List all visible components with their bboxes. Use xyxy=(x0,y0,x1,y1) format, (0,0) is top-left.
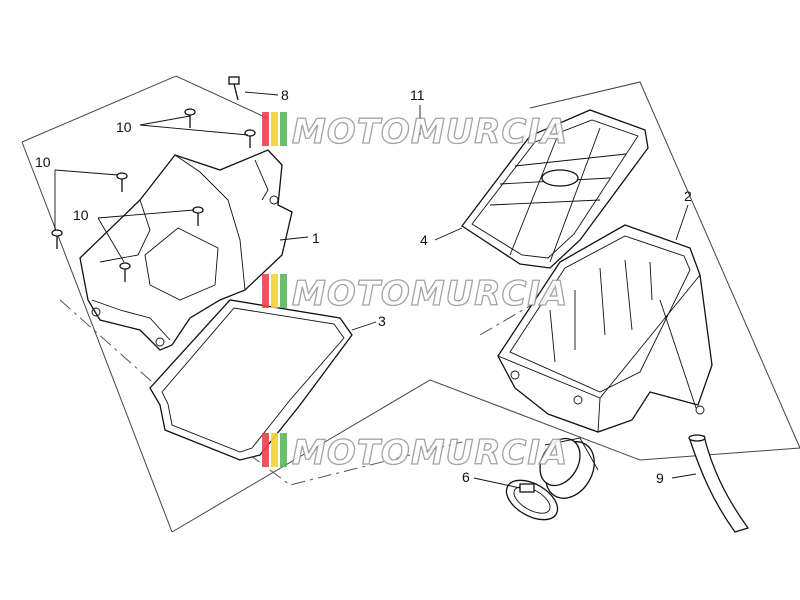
callout-11: 11 xyxy=(410,87,425,103)
screw-icon xyxy=(116,172,128,192)
callout-4: 4 xyxy=(420,232,428,248)
callout-2: 2 xyxy=(684,188,692,204)
frame-lines xyxy=(21,75,800,533)
callout-1: 1 xyxy=(312,230,320,246)
filter-element-part-11 xyxy=(461,109,649,269)
intake-sleeve-part-6 xyxy=(505,437,599,521)
drain-tube-part-9 xyxy=(688,434,750,533)
watermark: MOTOMURCIA MOTOMURCIA MOTOMURCIA xyxy=(262,111,568,474)
callout-10c: 10 xyxy=(73,207,89,223)
watermark-logo-icon: MOTOMURCIA xyxy=(262,273,568,315)
callout-6: 6 xyxy=(462,469,470,485)
watermark-logo-icon: MOTOMURCIA xyxy=(262,111,568,153)
watermark-text: MOTOMURCIA xyxy=(292,112,568,152)
screw-icon xyxy=(184,108,196,128)
callout-8: 8 xyxy=(281,87,289,103)
watermark-text: MOTOMURCIA xyxy=(292,433,568,473)
screw-icon xyxy=(51,229,63,249)
callout-10a: 10 xyxy=(116,119,132,135)
callout-3: 3 xyxy=(378,313,386,329)
screws xyxy=(51,76,256,282)
gasket-part-3 xyxy=(149,299,353,461)
watermark-logo-icon: MOTOMURCIA xyxy=(262,432,568,474)
watermark-text: MOTOMURCIA xyxy=(292,274,568,314)
screw-icon xyxy=(119,262,131,282)
airbox-cover-part-1 xyxy=(79,149,293,351)
airbox-base-part-2 xyxy=(497,224,713,433)
callout-labels: 1 2 3 4 6 8 9 10 10 10 11 xyxy=(35,87,692,486)
callout-9: 9 xyxy=(656,470,664,486)
bolt-icon xyxy=(228,76,240,101)
screw-icon xyxy=(244,129,256,148)
leader-lines xyxy=(54,91,697,489)
callout-10b: 10 xyxy=(35,154,51,170)
